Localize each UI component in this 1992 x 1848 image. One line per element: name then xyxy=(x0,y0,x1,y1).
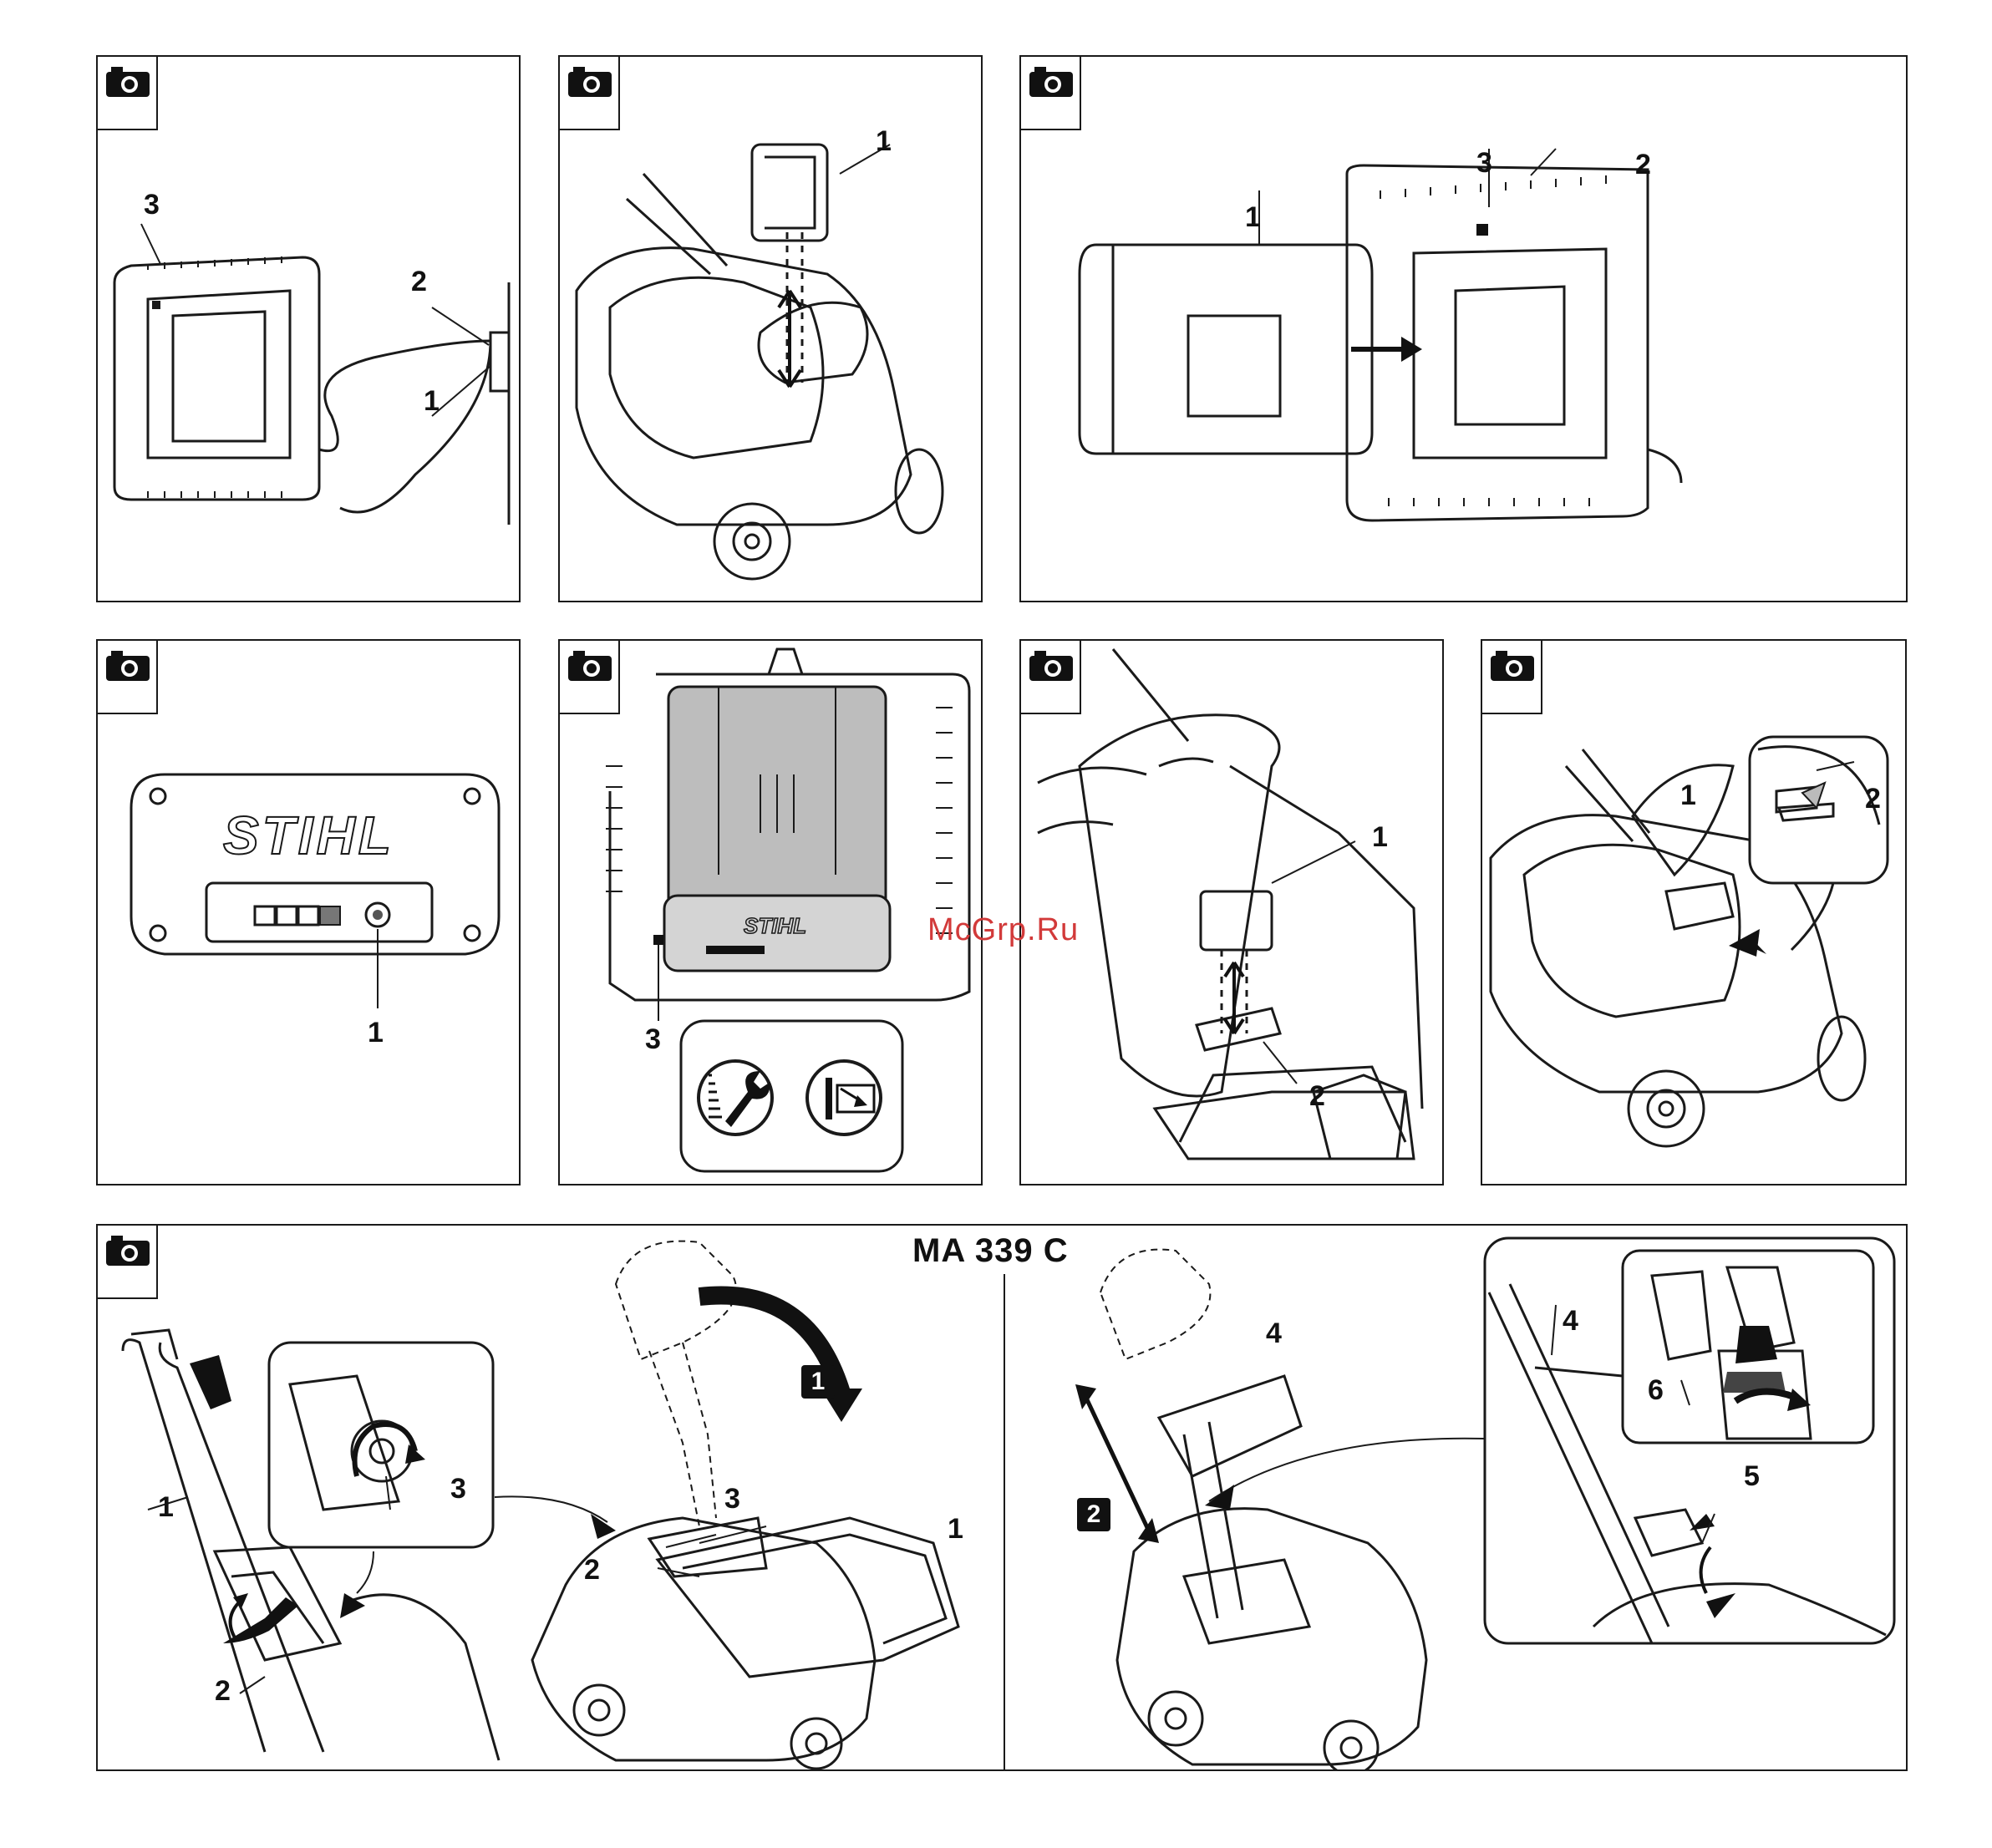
panel-charger-symbols: STIHL 3 xyxy=(558,639,983,1185)
callout-2: 1 xyxy=(1680,781,1696,810)
panel-handle-assembly: MA 339 C xyxy=(96,1224,1908,1771)
battery-charger-illustration xyxy=(1021,57,1908,602)
callout-1: 2 xyxy=(1865,784,1881,813)
step-badge-1: 1 xyxy=(801,1365,835,1399)
callout-4: 4 xyxy=(1266,1319,1282,1348)
callout-3: 3 xyxy=(1476,149,1492,177)
callout-3: 3 xyxy=(450,1475,466,1503)
step-badge-2: 2 xyxy=(1077,1498,1110,1531)
callout-3: 3 xyxy=(144,190,160,219)
callout-5: 5 xyxy=(1744,1462,1760,1490)
panel-battery-compartment: 1 2 xyxy=(1019,639,1444,1185)
handle-assembly-illustration xyxy=(98,1226,1908,1771)
callout-1: 1 xyxy=(368,1018,384,1047)
callout-1: 1 xyxy=(948,1515,963,1543)
brand-logo: STIHL xyxy=(744,913,806,938)
callout-1: 1 xyxy=(1245,203,1261,231)
callout-2: 2 xyxy=(411,267,427,296)
panel-charger-plug: 3 2 1 xyxy=(96,55,521,602)
panel-battery-into-mower: 1 xyxy=(558,55,983,602)
battery-front-illustration: STIHL xyxy=(98,641,521,1185)
charger-battery-illustration: STIHL xyxy=(560,641,983,1185)
watermark: McGrp.Ru xyxy=(927,912,1079,948)
callout-2: 2 xyxy=(584,1556,600,1584)
panel-battery-into-charger: 3 2 1 xyxy=(1019,55,1908,602)
compartment-illustration xyxy=(1021,641,1444,1185)
callout-2: 2 xyxy=(1635,150,1651,179)
charger-illustration xyxy=(98,57,521,602)
callout-2: 2 xyxy=(1309,1082,1325,1110)
panel-battery-flap: 2 1 xyxy=(1481,639,1907,1185)
callout-4: 4 xyxy=(1563,1307,1578,1335)
panel-battery-led: STIHL 1 xyxy=(96,639,521,1185)
callout-3: 3 xyxy=(724,1485,740,1513)
callout-3: 3 xyxy=(645,1025,661,1053)
callout-1: 1 xyxy=(158,1493,174,1521)
callout-2: 2 xyxy=(215,1677,231,1705)
callout-1: 1 xyxy=(1372,823,1388,851)
brand-logo: STIHL xyxy=(223,805,394,866)
callout-6: 6 xyxy=(1648,1376,1664,1404)
callout-1: 1 xyxy=(424,387,440,415)
mower-flap-illustration xyxy=(1482,641,1907,1185)
mower-battery-illustration xyxy=(560,57,983,602)
callout-1: 1 xyxy=(876,127,892,155)
